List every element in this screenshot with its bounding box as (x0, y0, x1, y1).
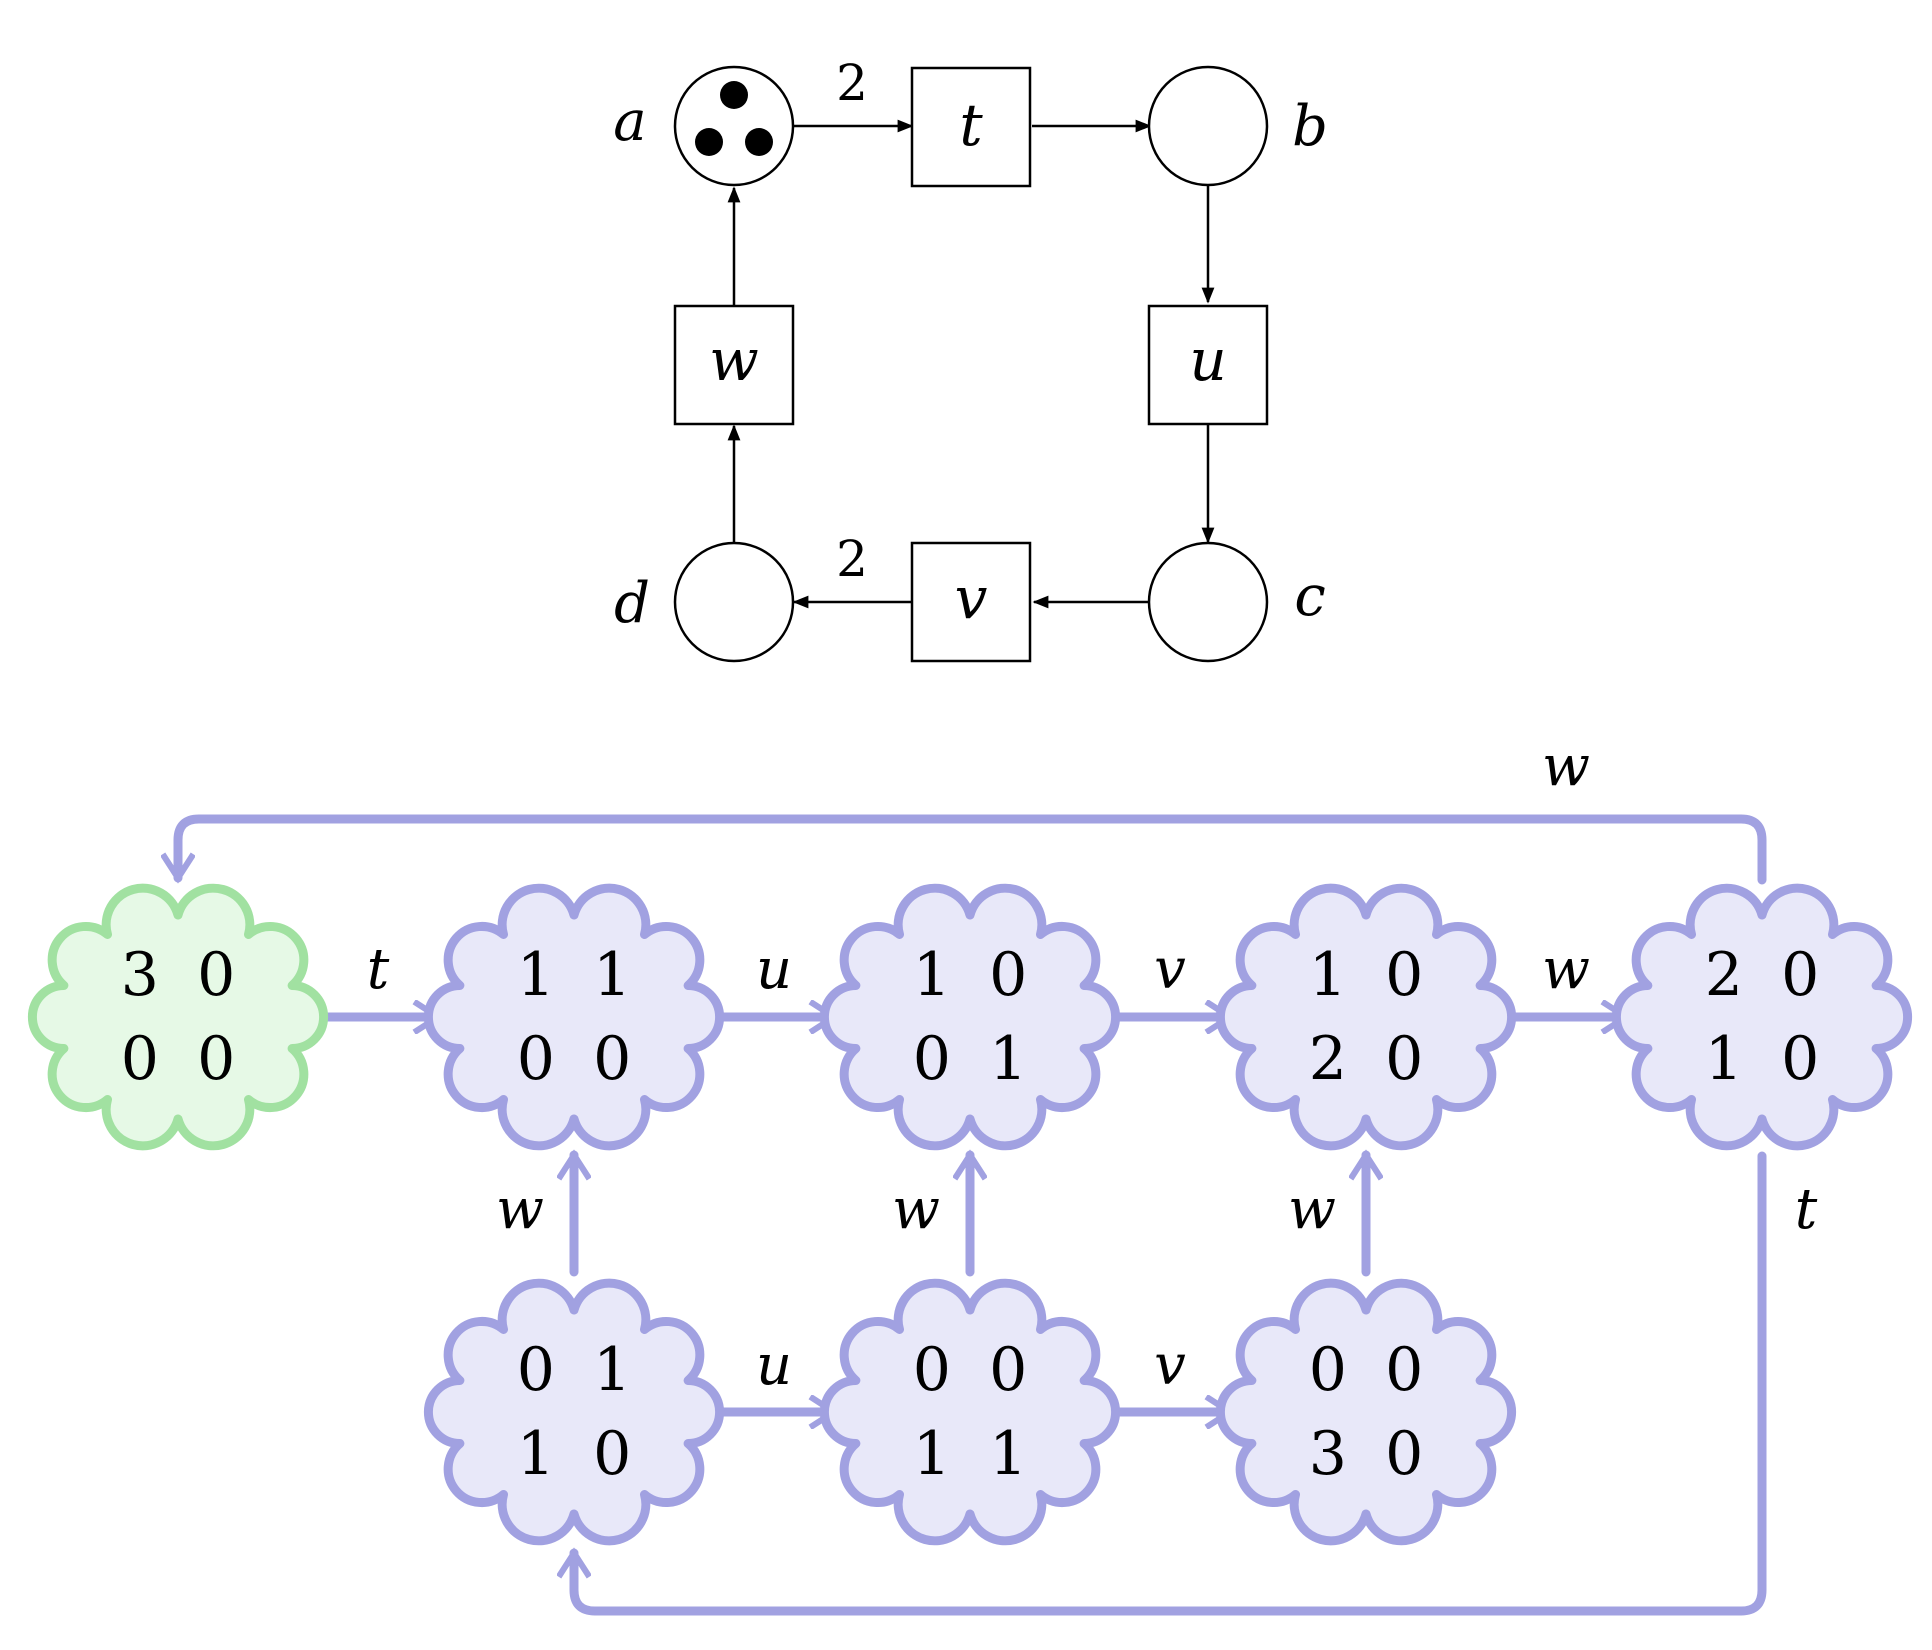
place-b (1147, 65, 1269, 187)
arc-weight-a-t: 2 (836, 54, 868, 112)
transition-w: w (673, 304, 795, 426)
state-marking-row2: 0 0 (517, 1024, 632, 1094)
edge-label: w (1542, 734, 1590, 799)
edge-label: v (1154, 937, 1186, 1002)
state-marking-row1: 0 0 (913, 1335, 1028, 1405)
state-marking-row2: 2 0 (1309, 1024, 1424, 1094)
place-label-b: b (1292, 94, 1328, 159)
transition-label-w: w (709, 326, 759, 394)
token (745, 128, 773, 156)
place-c (1147, 541, 1269, 663)
cloud-shape (819, 883, 1121, 1151)
transition-t: t (910, 66, 1032, 188)
place-a (673, 65, 795, 187)
state-marking-row1: 2 0 (1705, 940, 1820, 1010)
cloud-shape (423, 1278, 725, 1546)
state-marking-row2: 1 0 (517, 1419, 632, 1489)
place-label-a: a (613, 89, 646, 154)
state-node: 1 1 0 0 (423, 883, 725, 1151)
reachability-graph: t u v w w t w w w u v 3 0 0 0 1 1 0 0 1 … (27, 734, 1913, 1616)
state-node: 0 0 1 1 (819, 1278, 1121, 1546)
edge-label: t (1795, 1177, 1818, 1242)
graph-edge-labels: t u v w w t w w w u v (367, 734, 1818, 1398)
cloud-shape (423, 883, 725, 1151)
state-node-initial: 3 0 0 0 (27, 883, 329, 1151)
state-marking-row1: 1 0 (1309, 940, 1424, 1010)
cloud-shape (819, 1278, 1121, 1546)
arc-weight-v-d: 2 (836, 530, 868, 588)
edge-label: v (1154, 1333, 1186, 1398)
state-marking-row1: 0 0 (1309, 1335, 1424, 1405)
state-node: 0 1 1 0 (423, 1278, 725, 1546)
transition-v: v (910, 541, 1032, 663)
transition-label-t: t (959, 91, 983, 159)
state-node: 2 0 1 0 (1611, 883, 1913, 1151)
state-marking-row1: 1 1 (517, 940, 632, 1010)
place-d (673, 541, 795, 663)
edge-w-s20-s30 (178, 814, 1767, 885)
place-label-d: d (614, 571, 650, 636)
cloud-shape (1215, 883, 1517, 1151)
cloud-shape (27, 883, 329, 1151)
state-node: 0 0 3 0 (1215, 1278, 1517, 1546)
edge-t-s20-s01 (574, 1151, 1767, 1616)
state-node: 1 0 0 1 (819, 883, 1121, 1151)
edge-label: t (367, 937, 390, 1002)
place-label-c: c (1294, 564, 1325, 629)
petri-net: 2 2 a b c d t u v w (613, 54, 1328, 663)
state-marking-row1: 3 0 (121, 940, 236, 1010)
edge-label: w (1542, 937, 1590, 1002)
state-marking-row1: 1 0 (913, 940, 1028, 1010)
edge-label: w (496, 1177, 544, 1242)
graph-edges (178, 814, 1767, 1616)
edge-label: u (756, 937, 792, 1002)
transition-u: u (1147, 304, 1269, 426)
state-marking-row2: 0 0 (121, 1024, 236, 1094)
transition-label-u: u (1189, 326, 1226, 394)
token (695, 128, 723, 156)
cloud-shape (1215, 1278, 1517, 1546)
edge-label: w (892, 1177, 940, 1242)
cloud-shape (1611, 883, 1913, 1151)
state-node: 1 0 2 0 (1215, 883, 1517, 1151)
edge-label: u (756, 1333, 792, 1398)
token (720, 81, 748, 109)
state-marking-row2: 3 0 (1309, 1419, 1424, 1489)
state-marking-row2: 1 0 (1705, 1024, 1820, 1094)
state-marking-row2: 1 1 (913, 1419, 1028, 1489)
state-marking-row2: 0 1 (913, 1024, 1028, 1094)
transition-label-v: v (955, 564, 988, 632)
state-marking-row1: 0 1 (517, 1335, 632, 1405)
edge-label: w (1288, 1177, 1336, 1242)
